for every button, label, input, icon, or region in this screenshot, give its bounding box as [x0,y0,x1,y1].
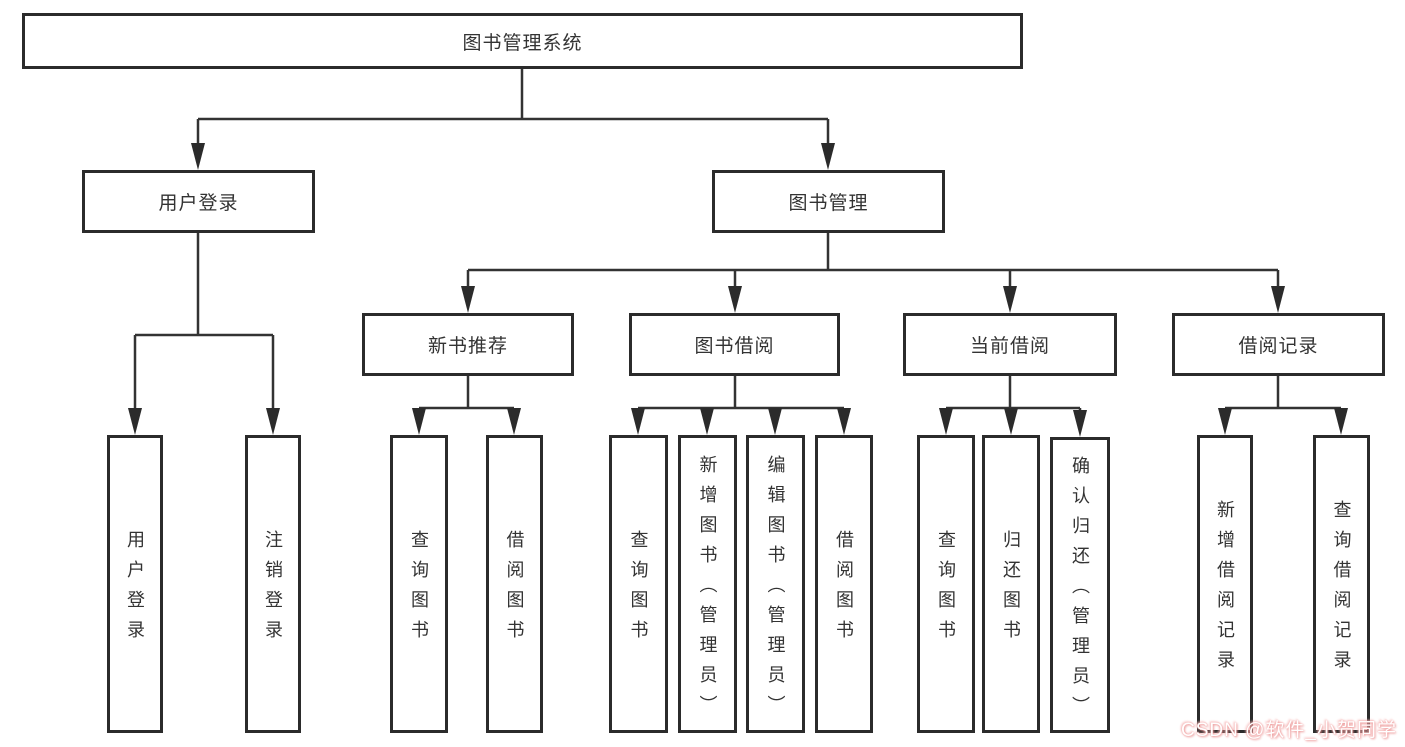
node-book-borrow: 图书借阅 [629,313,840,376]
leaf-query-record: 查询借阅记录 [1313,435,1370,733]
node-root-label: 图书管理系统 [462,32,583,54]
leaf-edit-book-label: 编辑图书（管理员） [765,455,786,725]
leaf-borrow-book-a: 借阅图书 [486,435,543,733]
leaf-query-record-label: 查询借阅记录 [1331,500,1352,680]
leaf-confirm-return: 确认归还（管理员） [1050,437,1110,733]
node-book-borrow-label: 图书借阅 [694,336,775,357]
leaf-query-book-c-label: 查询图书 [936,530,956,650]
leaf-borrow-book-a-label: 借阅图书 [504,530,525,650]
leaf-user-login: 用户登录 [107,435,163,733]
leaf-logout: 注销登录 [245,435,301,733]
leaf-add-book: 新增图书（管理员） [678,435,737,733]
leaf-edit-book: 编辑图书（管理员） [746,435,805,733]
leaf-add-record-label: 新增借阅记录 [1215,500,1235,680]
leaf-add-book-label: 新增图书（管理员） [697,455,718,725]
node-user-login: 用户登录 [82,170,315,233]
leaf-query-book-b: 查询图书 [609,435,668,733]
leaf-query-book-a-label: 查询图书 [409,530,429,650]
leaf-logout-label: 注销登录 [263,530,283,650]
leaf-query-book-a: 查询图书 [390,435,448,733]
leaf-return-book-label: 归还图书 [1001,530,1021,650]
leaf-query-book-c: 查询图书 [917,435,975,733]
node-book-management-label: 图书管理 [788,193,869,214]
node-borrow-records: 借阅记录 [1172,313,1385,376]
leaf-confirm-return-label: 确认归还（管理员） [1070,456,1090,726]
leaf-add-record: 新增借阅记录 [1197,435,1253,733]
node-new-book-recommend: 新书推荐 [362,313,574,376]
node-current-borrow: 当前借阅 [903,313,1117,376]
leaf-query-book-b-label: 查询图书 [628,530,649,650]
leaf-borrow-book-b: 借阅图书 [815,435,873,733]
leaf-return-book: 归还图书 [982,435,1040,733]
node-user-login-label: 用户登录 [158,193,239,214]
node-current-borrow-label: 当前借阅 [969,336,1050,357]
leaf-borrow-book-b-label: 借阅图书 [834,530,854,650]
node-book-management: 图书管理 [712,170,945,233]
node-new-book-recommend-label: 新书推荐 [427,336,508,357]
node-borrow-records-label: 借阅记录 [1238,336,1319,357]
node-root: 图书管理系统 [22,13,1023,69]
leaf-user-login-label: 用户登录 [125,530,145,650]
